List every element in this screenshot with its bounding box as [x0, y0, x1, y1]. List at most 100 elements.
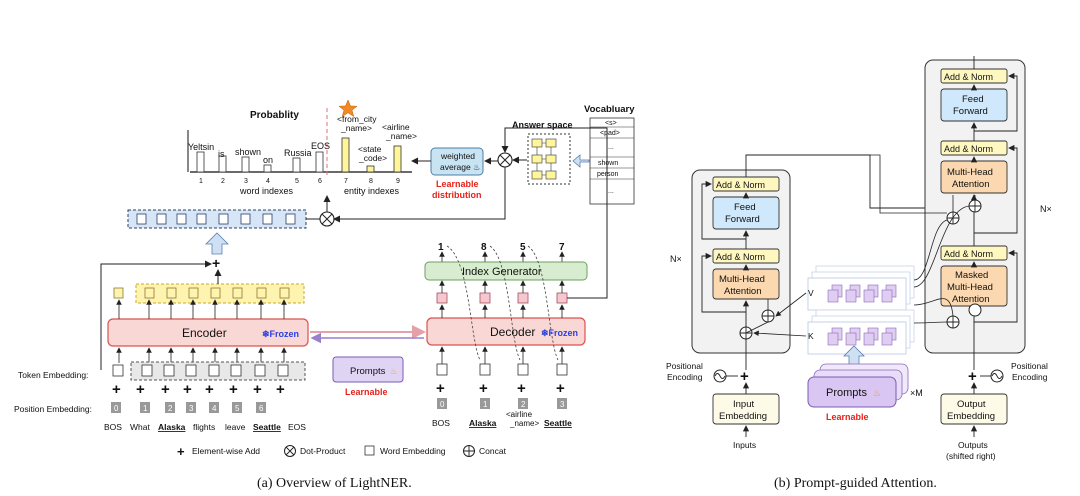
- v-prompt-stack: [807, 265, 915, 311]
- svg-text:Concat: Concat: [479, 446, 507, 456]
- entity-bars: [341, 137, 402, 173]
- svg-text:+: +: [253, 381, 262, 398]
- entity-label-9b: _name>: [385, 131, 417, 141]
- svg-text:Add & Norm: Add & Norm: [944, 249, 993, 259]
- bar-word-1: [196, 151, 205, 173]
- token-embedding-cells: [112, 364, 289, 377]
- svg-text:flights: flights: [193, 422, 215, 432]
- svg-text:Alaska: Alaska: [469, 418, 497, 428]
- bar-entity-9: [393, 145, 402, 173]
- entity-label-7a: <from_city: [337, 114, 377, 124]
- token-embedding-label: Token Embedding:: [18, 370, 88, 380]
- decoder-positions: 0 1 2 3: [437, 398, 567, 409]
- panel-b: N× Add & Norm Feed Forward Add & Norm Mu…: [666, 56, 1052, 491]
- svg-text:3: 3: [189, 404, 194, 413]
- vocabulary-list: <s> <pad> ... shown person ...: [589, 117, 635, 205]
- encoder-label: Encoder: [182, 326, 227, 340]
- svg-text:+: +: [183, 381, 192, 398]
- element-add-icon: +: [212, 255, 220, 271]
- legend-add-icon: +: [177, 444, 185, 459]
- answer-space-grid: [531, 138, 557, 180]
- right-learnable-label: Learnable: [826, 412, 869, 422]
- legend: + Element-wise Add Dot-Product Word Embe…: [177, 444, 507, 459]
- prompts-stack: [807, 363, 909, 408]
- svg-text:+: +: [479, 380, 488, 397]
- svg-text:+: +: [136, 381, 145, 398]
- legend-embedding-icon: [364, 445, 375, 456]
- svg-text:3: 3: [244, 178, 248, 185]
- bar-word-5: [292, 157, 301, 173]
- dec-self-concat-v-icon: [968, 303, 982, 317]
- panel-a: Probablity Yeltsin is shown on Russia EO…: [14, 99, 635, 491]
- learnable-label: Learnable: [436, 179, 479, 189]
- svg-text:Encoding: Encoding: [667, 372, 703, 382]
- svg-text:1: 1: [143, 404, 148, 413]
- k-label: K: [808, 331, 814, 341]
- svg-text:(shifted right): (shifted right): [946, 451, 996, 461]
- bar-word-4: [263, 164, 272, 173]
- encoder-up-arrows: [116, 299, 287, 363]
- autoregressive-arrows: [446, 245, 559, 361]
- svg-text:8: 8: [369, 178, 373, 185]
- prompts-learnable-label: Learnable: [345, 387, 388, 397]
- svg-text:Feed: Feed: [734, 202, 756, 213]
- svg-text:shown: shown: [598, 160, 618, 167]
- v-label: V: [808, 288, 814, 298]
- svg-text:7: 7: [344, 178, 348, 185]
- svg-text:<airline: <airline: [506, 410, 533, 419]
- svg-text:Add & Norm: Add & Norm: [944, 144, 993, 154]
- svg-text:Inputs: Inputs: [733, 440, 756, 450]
- svg-text:Outputs: Outputs: [958, 440, 988, 450]
- average-label: average: [440, 162, 471, 172]
- word-label-3: shown: [235, 147, 261, 157]
- svg-text:Multi-Head: Multi-Head: [719, 274, 765, 285]
- encoder-tokens: BOS What Alaska flights leave Seattle EO…: [104, 422, 306, 432]
- star-icon: [338, 99, 358, 118]
- entity-label-8a: <state: [358, 144, 382, 154]
- svg-text:5: 5: [520, 242, 526, 253]
- word-bars: [196, 151, 324, 173]
- svg-text:+: +: [205, 381, 214, 398]
- svg-text:+: +: [436, 380, 445, 397]
- bar-word-6: [315, 151, 324, 173]
- svg-text:Masked: Masked: [955, 270, 988, 281]
- svg-text:1: 1: [199, 178, 203, 185]
- svg-text:Positional: Positional: [666, 361, 703, 371]
- svg-text:<s>: <s>: [605, 120, 617, 127]
- word-label-5: Russia: [284, 148, 312, 158]
- decoder-plus-row: ++ ++: [436, 380, 565, 397]
- bar-entity-8: [366, 165, 375, 173]
- svg-text:What: What: [130, 422, 150, 432]
- prompts-label: Prompts: [350, 366, 386, 377]
- svg-text:<pad>: <pad>: [600, 130, 620, 137]
- svg-text:Seattle: Seattle: [544, 418, 572, 428]
- svg-text:+: +: [556, 380, 565, 397]
- bar-word-3: [241, 156, 250, 173]
- svg-text:Element-wise Add: Element-wise Add: [192, 446, 260, 456]
- bar-word-2: [218, 155, 227, 173]
- svg-text:Input: Input: [733, 399, 754, 410]
- fire-icon: ♨: [473, 163, 480, 172]
- svg-text:0: 0: [114, 404, 119, 413]
- decoder-tokens: BOS Alaska <airline _name> Seattle: [432, 410, 572, 428]
- fire-icon: ♨: [873, 388, 881, 398]
- word-label-2: is: [218, 149, 225, 159]
- svg-text:EOS: EOS: [288, 422, 306, 432]
- output-embedding-row: [127, 209, 307, 229]
- svg-text:Output: Output: [957, 399, 986, 410]
- svg-text:BOS: BOS: [104, 422, 122, 432]
- svg-text:_name>: _name>: [509, 419, 539, 428]
- vocabulary-title: Vocabluary: [584, 104, 635, 115]
- svg-text:Multi-Head: Multi-Head: [947, 282, 993, 293]
- svg-text:Word Embedding: Word Embedding: [380, 446, 446, 456]
- caption-b: (b) Prompt-guided Attention.: [774, 476, 937, 491]
- encoder-nx: N×: [670, 254, 682, 264]
- index-ticks: 1 2 3 4 5 6 7 8 9: [199, 178, 400, 185]
- svg-text:4: 4: [266, 178, 270, 185]
- entity-label-7b: _name>: [340, 123, 372, 133]
- word-label-6: EOS: [311, 141, 330, 151]
- caption-a: (a) Overview of LightNER.: [257, 476, 412, 491]
- svg-text:Feed: Feed: [962, 94, 984, 105]
- decoder-box: [426, 317, 586, 346]
